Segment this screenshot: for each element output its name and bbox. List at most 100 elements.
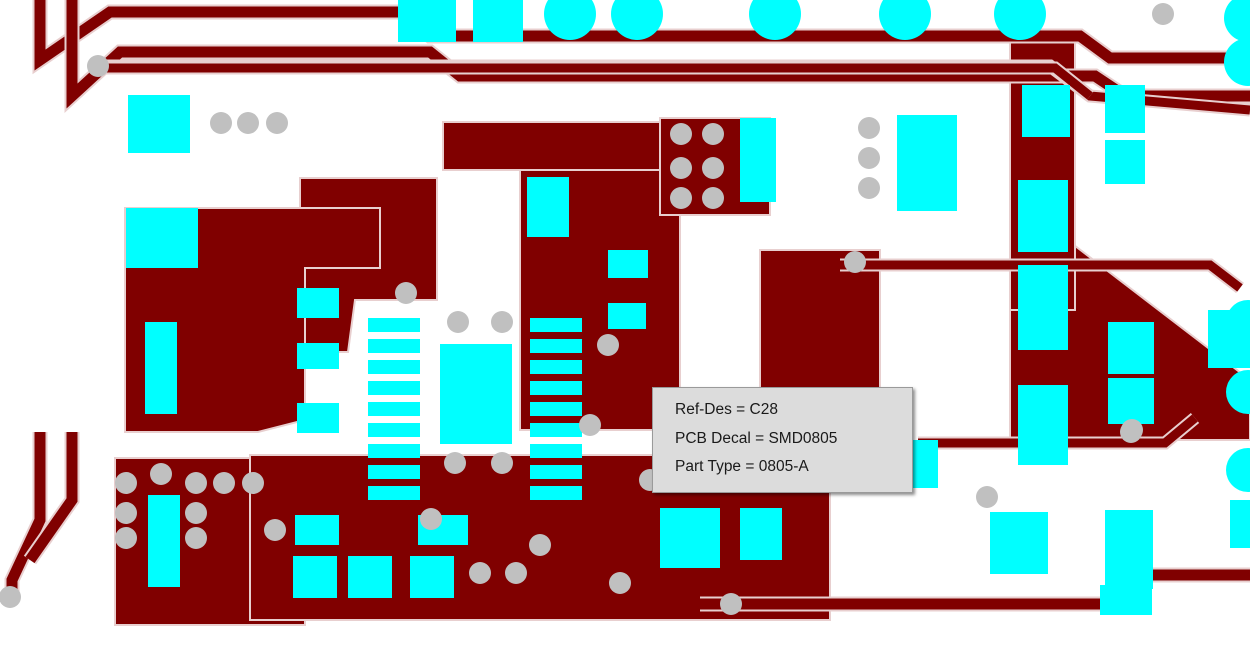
ic-pins-right-bank-pin-5 bbox=[530, 402, 582, 416]
pad-pour-center-cut3 bbox=[608, 303, 646, 329]
via-bl-4 bbox=[150, 463, 172, 485]
pad-right-tall-3 bbox=[1018, 385, 1068, 465]
via-grid-3 bbox=[670, 157, 692, 179]
via-bl-7 bbox=[185, 527, 207, 549]
tooltip-row-pcb-decal: PCB Decal = SMD0805 bbox=[675, 429, 838, 447]
ic-pins-left-bank-pin-2 bbox=[368, 339, 420, 353]
ic-pin-layer bbox=[368, 318, 582, 500]
pad-right-tall-1 bbox=[1018, 180, 1068, 252]
pad-mid-left-c bbox=[297, 403, 339, 433]
via-grid-6 bbox=[702, 187, 724, 209]
via-bottom-trace bbox=[264, 519, 286, 541]
via-lower-1 bbox=[444, 452, 466, 474]
via-lower-4 bbox=[609, 572, 631, 594]
via-grid-5 bbox=[670, 187, 692, 209]
pad-mid-left-a bbox=[297, 288, 339, 318]
pad-bottom-c2 bbox=[348, 556, 392, 598]
ic-pins-right-bank-pin-6 bbox=[530, 423, 582, 437]
via-connector-1 bbox=[210, 112, 232, 134]
ic-pins-right-bank-pin-1 bbox=[530, 318, 582, 332]
round-pad-right-3 bbox=[1226, 300, 1250, 344]
ic-pins-right-bank-pin-9 bbox=[530, 486, 582, 500]
via-bottom-exit bbox=[0, 586, 21, 608]
via-mid-left bbox=[395, 282, 417, 304]
trace-right-mid2 bbox=[918, 414, 1198, 448]
pad-bottom-far-right bbox=[1100, 585, 1152, 615]
ic-pins-left-bank-pin-3 bbox=[368, 360, 420, 374]
pad-bottom-right-d bbox=[990, 512, 1048, 574]
via-mid-2 bbox=[491, 311, 513, 333]
ic-pins-right-bank-pin-7 bbox=[530, 444, 582, 458]
round-pad-top-5 bbox=[994, 0, 1046, 40]
via-bl-5 bbox=[185, 472, 207, 494]
round-pad-right-2 bbox=[1224, 38, 1250, 86]
via-lower-3 bbox=[529, 534, 551, 556]
via-bl-6 bbox=[185, 502, 207, 524]
pad-bottom-left-vert bbox=[148, 495, 180, 587]
via-bl-9 bbox=[242, 472, 264, 494]
trace-mid-right-bus bbox=[840, 260, 1243, 292]
tooltip-row-part-type: Part Type = 0805-A bbox=[675, 458, 809, 475]
ic-pins-left-bank-pin-5 bbox=[368, 402, 420, 416]
via-grid-4 bbox=[702, 157, 724, 179]
via-bl-3 bbox=[115, 527, 137, 549]
via-lower-2 bbox=[491, 452, 513, 474]
via-right-conn-1 bbox=[858, 117, 880, 139]
via-mid-4 bbox=[579, 414, 601, 436]
ic-pins-left-bank-pin-7 bbox=[368, 444, 420, 458]
via-grid-2 bbox=[702, 123, 724, 145]
via-connector-2 bbox=[237, 112, 259, 134]
pad-bottom-c3 bbox=[410, 556, 454, 598]
pad-bottom-mid-1 bbox=[295, 515, 339, 545]
smd-pad-layer bbox=[126, 0, 1250, 615]
pad-bottom-c1 bbox=[293, 556, 337, 598]
via-lower-7 bbox=[505, 562, 527, 584]
via-mid-3 bbox=[597, 334, 619, 356]
pad-right-col-d bbox=[1105, 85, 1145, 133]
tooltip-row-ref-des: Ref-Des = C28 bbox=[675, 401, 778, 418]
round-pad-top-4 bbox=[879, 0, 931, 40]
pad-left-upper bbox=[126, 208, 198, 268]
pad-mid-left-b bbox=[297, 343, 339, 369]
via-top-left-1 bbox=[87, 55, 109, 77]
pad-bottom-right-f bbox=[1105, 545, 1153, 589]
ic-pins-right-bank-pin-2 bbox=[530, 339, 582, 353]
pad-center-thermal bbox=[440, 344, 512, 444]
ic-pins-left-bank-pin-9 bbox=[368, 486, 420, 500]
pad-right-small-1 bbox=[1108, 322, 1154, 374]
pad-top-2 bbox=[473, 0, 523, 42]
trace-bottom-left-exit2 bbox=[25, 432, 78, 564]
via-bl-1 bbox=[115, 472, 137, 494]
ic-pins-right-bank-pin-4 bbox=[530, 381, 582, 395]
round-pad-layer bbox=[544, 0, 1250, 492]
round-pad-right-5 bbox=[1226, 448, 1250, 492]
component-info-tooltip: Ref-Des = C28 PCB Decal = SMD0805 Part T… bbox=[652, 387, 913, 493]
via-mid-1 bbox=[447, 311, 469, 333]
round-pad-top-1 bbox=[544, 0, 596, 40]
ic-pins-left-bank-pin-8 bbox=[368, 465, 420, 479]
pad-right-col-a bbox=[740, 118, 776, 202]
round-pad-right-1 bbox=[1224, 0, 1250, 42]
round-pad-top-3 bbox=[749, 0, 801, 40]
pad-bottom-right-a bbox=[660, 508, 720, 568]
via-lower-6 bbox=[469, 562, 491, 584]
pad-pour-center-cut2 bbox=[608, 250, 648, 278]
pad-right-tall-2 bbox=[1018, 265, 1068, 350]
via-bl-8 bbox=[213, 472, 235, 494]
via-right-conn-2 bbox=[858, 147, 880, 169]
pad-right-col-b bbox=[897, 115, 957, 211]
pad-right-col-c bbox=[1022, 85, 1070, 137]
via-right-conn-3 bbox=[858, 177, 880, 199]
via-connector-3 bbox=[266, 112, 288, 134]
pad-left-lower bbox=[145, 322, 177, 414]
pad-top-1 bbox=[398, 0, 456, 42]
via-right-top bbox=[1152, 3, 1174, 25]
ic-pins-right-bank-pin-8 bbox=[530, 465, 582, 479]
pad-pour-center-cut bbox=[527, 177, 569, 237]
via-bl-2 bbox=[115, 502, 137, 524]
via-bottom-right-2 bbox=[720, 593, 742, 615]
via-lower-5 bbox=[420, 508, 442, 530]
via-grid-1 bbox=[670, 123, 692, 145]
